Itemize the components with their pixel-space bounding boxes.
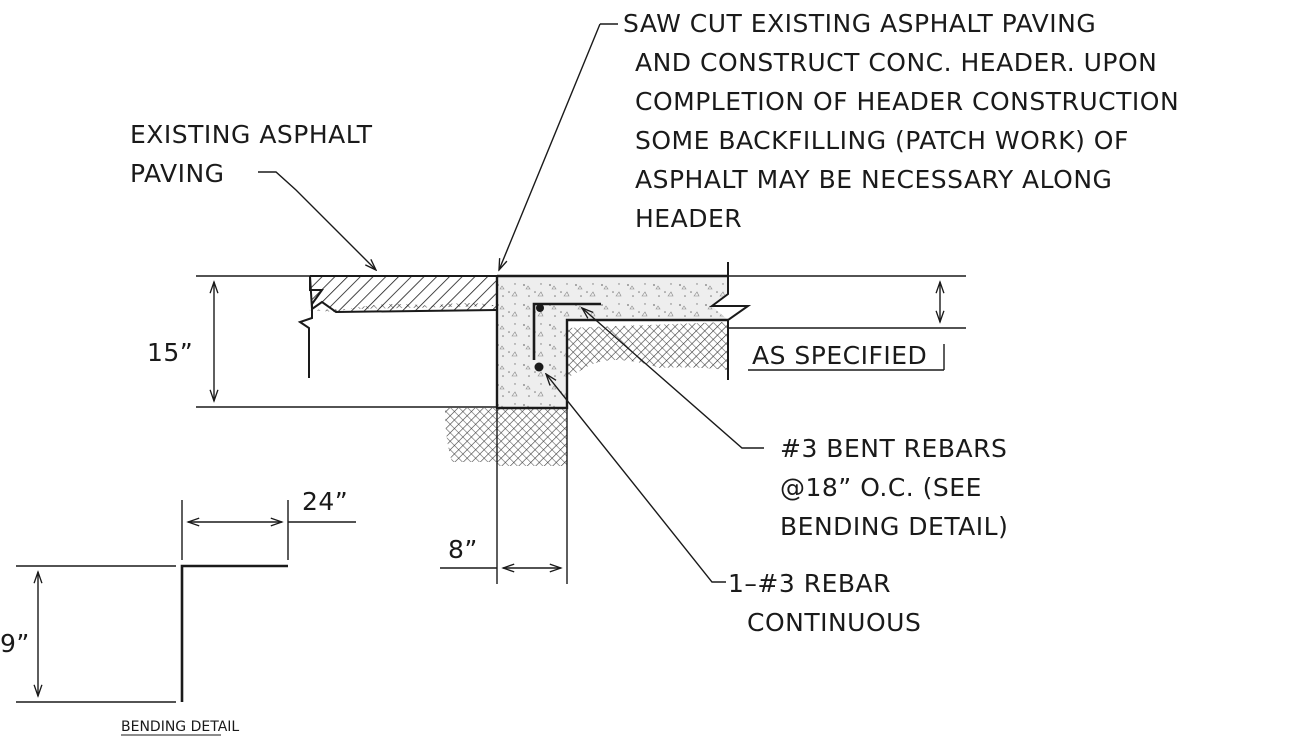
saw-cut-line-4: SOME BACKFILLING (PATCH WORK) OF bbox=[635, 126, 1129, 155]
existing-paving-line-1: EXISTING ASPHALT bbox=[130, 120, 373, 149]
bent-rebars-line-3: BENDING DETAIL) bbox=[780, 512, 1008, 541]
saw-cut-line-5: ASPHALT MAY BE NECESSARY ALONG bbox=[635, 165, 1112, 194]
bending-detail-title: BENDING DETAIL bbox=[121, 719, 239, 735]
existing-paving-note: EXISTING ASPHALT PAVING bbox=[130, 120, 373, 188]
saw-cut-line-1: SAW CUT EXISTING ASPHALT PAVING bbox=[623, 9, 1096, 38]
dimension-15-inch: 15” bbox=[147, 338, 193, 367]
saw-cut-line-6: HEADER bbox=[635, 204, 742, 233]
dimension-9-inch: 9” bbox=[0, 629, 30, 658]
dimension-8-inch: 8” bbox=[448, 535, 478, 564]
continuous-rebar-line-2: CONTINUOUS bbox=[747, 608, 921, 637]
saw-cut-line-3: COMPLETION OF HEADER CONSTRUCTION bbox=[635, 87, 1179, 116]
bent-rebars-line-2: @18” O.C. (SEE bbox=[780, 473, 982, 502]
saw-cut-line-2: AND CONSTRUCT CONC. HEADER. UPON bbox=[635, 48, 1157, 77]
bending-detail-sketch bbox=[16, 500, 356, 703]
as-specified-label: AS SPECIFIED bbox=[752, 341, 927, 370]
leader-lines bbox=[258, 23, 764, 583]
existing-soil-below bbox=[497, 408, 567, 466]
bent-rebars-line-1: #3 BENT REBARS bbox=[780, 434, 1007, 463]
existing-asphalt bbox=[297, 275, 498, 378]
continuous-rebar-note: 1–#3 REBAR CONTINUOUS bbox=[728, 569, 921, 637]
saw-cut-note: SAW CUT EXISTING ASPHALT PAVING AND CONS… bbox=[623, 9, 1179, 233]
dimension-lines bbox=[196, 275, 966, 584]
dimension-24-inch: 24” bbox=[302, 487, 348, 516]
existing-soil-left bbox=[308, 303, 497, 462]
bent-rebar bbox=[532, 302, 601, 360]
existing-paving-line-2: PAVING bbox=[130, 159, 225, 188]
continuous-rebar-line-1: 1–#3 REBAR bbox=[728, 569, 891, 598]
existing-soil-right bbox=[567, 322, 728, 378]
bent-rebars-note: #3 BENT REBARS @18” O.C. (SEE BENDING DE… bbox=[780, 434, 1008, 541]
continuous-rebar bbox=[534, 362, 544, 372]
